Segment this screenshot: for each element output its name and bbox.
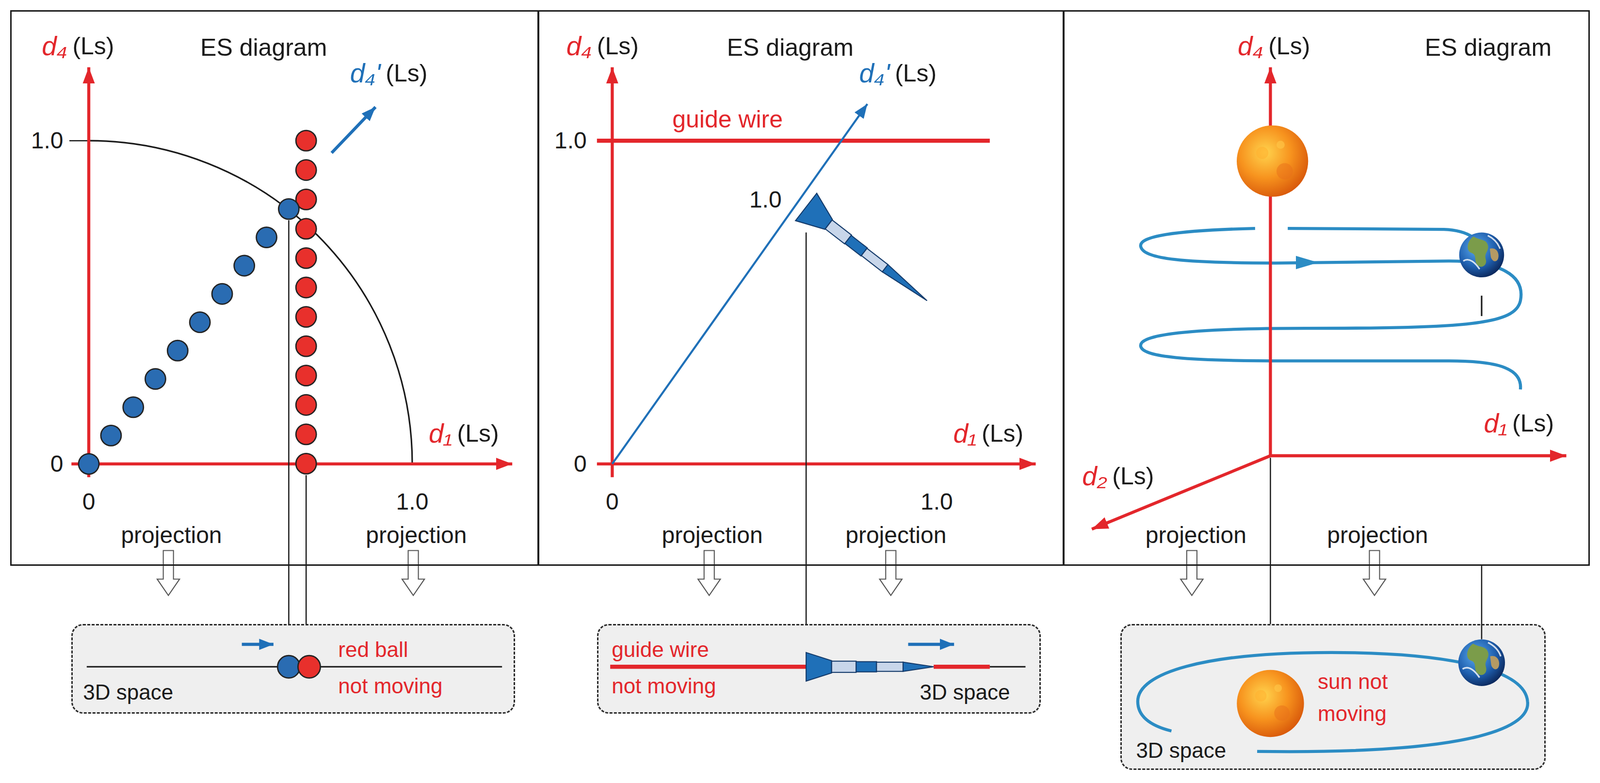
unit-label: (Ls) <box>72 31 114 61</box>
projection-label: projection <box>661 521 763 550</box>
blue-balls <box>78 198 299 475</box>
unit-label: (Ls) <box>1268 31 1310 61</box>
projection-arrows <box>157 550 1386 597</box>
panel-one-drawing <box>69 67 513 625</box>
rocket <box>795 193 938 315</box>
box-fill <box>1120 624 1546 771</box>
axis-label: d₁ <box>428 417 453 450</box>
axis <box>1270 454 1567 458</box>
space-caption: 3D space <box>1133 738 1229 764</box>
unit-label: (Ls) <box>981 419 1024 449</box>
es-panel: ES diagram <box>537 10 1065 566</box>
space-box: sun not moving 3D space <box>1120 624 1546 771</box>
red-balls <box>295 130 317 474</box>
box-fill <box>71 624 516 714</box>
axis-arrow <box>331 107 376 154</box>
panel-title: ES diagram <box>1424 32 1552 63</box>
es-panel: ES diagram <box>1063 10 1590 566</box>
projection-label: projection <box>120 521 222 550</box>
projection-label: projection <box>1145 521 1247 550</box>
tick-value: 1.0 <box>31 126 64 155</box>
orbit-helix <box>1287 228 1482 253</box>
panel-title: ES diagram <box>200 32 327 63</box>
state-note: sun not moving <box>1317 665 1389 730</box>
projection-line <box>305 475 308 625</box>
tick-value: 1.0 <box>554 126 587 155</box>
unit-label: (Ls) <box>1512 408 1554 438</box>
space-box: red ball not moving 3D space <box>71 624 516 714</box>
space-caption: 3D space <box>82 679 174 706</box>
axis <box>610 67 614 478</box>
box-fill <box>597 624 1041 714</box>
tick-value: 0 <box>573 450 587 479</box>
orbit-helix <box>1140 228 1521 390</box>
axis-label: d₄ <box>566 30 593 63</box>
space-caption: 3D space <box>920 679 1011 706</box>
earth <box>1459 232 1505 278</box>
box-one-drawing <box>86 644 502 679</box>
tick-value: 1.0 <box>396 487 429 517</box>
axis-label: d₄ <box>41 30 68 63</box>
unit-label: (Ls) <box>597 31 639 61</box>
tick <box>69 140 89 142</box>
state-note: guide wire not moving <box>611 631 717 705</box>
axis <box>1091 455 1271 530</box>
wire-label: guide wire <box>672 104 783 134</box>
panel-three-drawing <box>1091 67 1567 640</box>
axis-label: d₁ <box>953 417 977 450</box>
unit-label: (Ls) <box>1112 461 1154 491</box>
sun <box>1236 125 1309 197</box>
unit-label: (Ls) <box>894 58 937 88</box>
projection-label: projection <box>845 521 947 550</box>
space-box: guide wire not moving 3D space <box>597 624 1041 714</box>
unit-label: (Ls) <box>457 419 500 449</box>
axis <box>597 462 1036 466</box>
unit-label: (Ls) <box>385 58 428 88</box>
tick-value: 1.0 <box>749 185 782 214</box>
projection-line <box>1269 457 1272 625</box>
projection-line <box>1480 295 1483 317</box>
axis <box>71 462 513 466</box>
axis-label: d₄' <box>859 57 890 90</box>
axis-label: d₂ <box>1082 460 1108 493</box>
guide-wire <box>597 138 990 143</box>
light-arc <box>88 140 413 465</box>
axis <box>87 67 91 478</box>
axis-label: d₁ <box>1484 407 1508 440</box>
projection-line <box>1481 565 1483 640</box>
axis-label: d₄' <box>350 57 381 90</box>
state-note: red ball not moving <box>338 631 443 705</box>
tick-value: 0 <box>605 487 619 517</box>
projection-label: projection <box>1326 521 1428 550</box>
orbit-arrow <box>1295 256 1319 270</box>
tick-value: 1.0 <box>920 487 954 517</box>
projection-line <box>288 220 290 625</box>
projection-label: projection <box>365 521 467 550</box>
panel-title: ES diagram <box>727 32 854 63</box>
panel-two-drawing <box>597 67 1036 625</box>
box-three-drawing <box>1137 639 1528 753</box>
axis-label: d₄ <box>1237 30 1264 63</box>
tick-value: 0 <box>82 487 96 517</box>
world-line <box>612 103 868 464</box>
es-panel: ES diagram <box>10 10 539 566</box>
tick-value: 0 <box>50 450 64 479</box>
